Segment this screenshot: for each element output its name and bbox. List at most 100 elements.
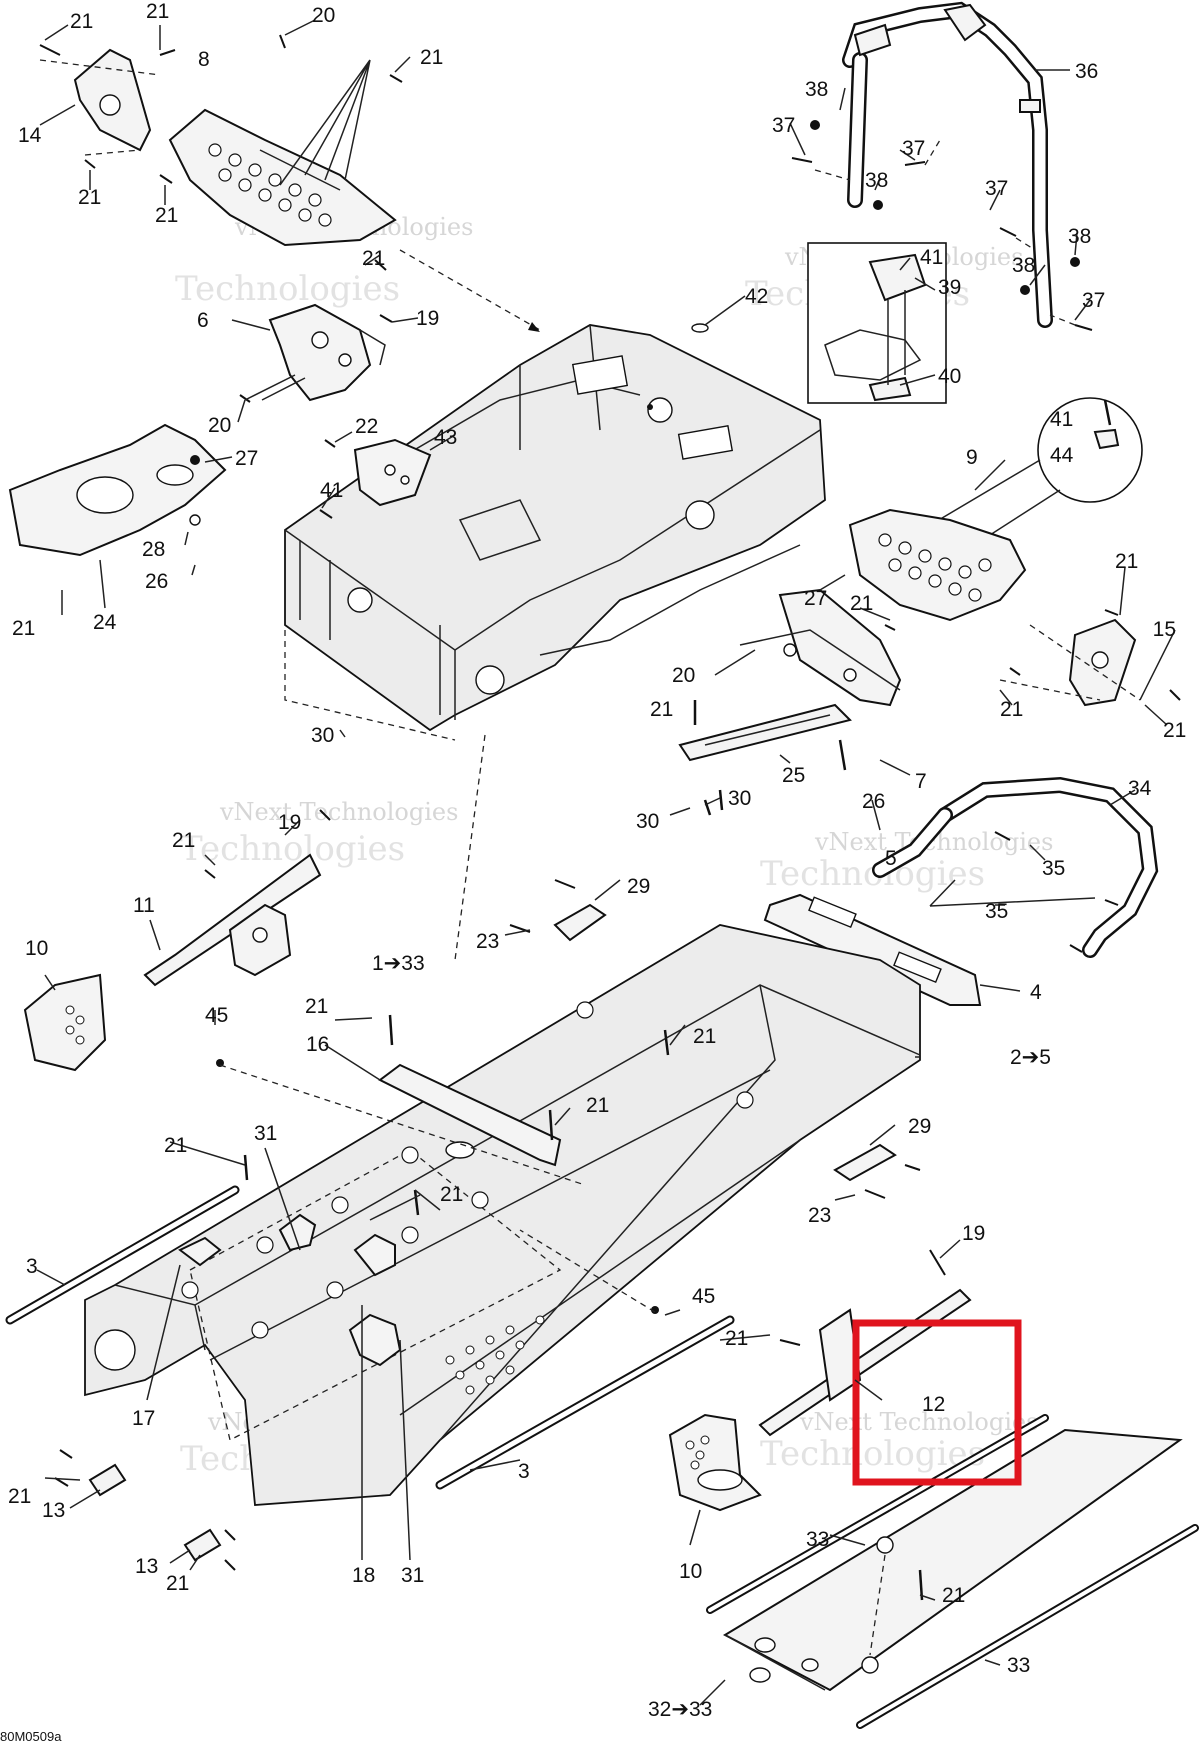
callout-label: 25	[782, 764, 805, 787]
callout-label: 21	[362, 247, 385, 270]
callout-label: 21	[1163, 719, 1186, 742]
callout-label: 23	[808, 1204, 831, 1227]
callout-label: 37	[985, 177, 1008, 200]
callout-label: 45	[205, 1004, 228, 1027]
callout-label: 21	[70, 10, 93, 33]
callout-label: 31	[254, 1122, 277, 1145]
callout-label: 20	[208, 414, 231, 437]
callout-label: 21	[420, 46, 443, 69]
callout-label: 34	[1128, 777, 1152, 800]
callout-label: 30	[636, 810, 659, 833]
callout-label: 4	[1030, 981, 1042, 1004]
slide-plate	[706, 1414, 1199, 1729]
leader-lines	[36, 19, 1176, 1706]
watermark-text: Technologies	[760, 1434, 985, 1474]
callout-label: 29	[908, 1115, 931, 1138]
callout-label: 13	[42, 1499, 65, 1522]
callout-label: 19	[278, 811, 301, 834]
callout-label: 21	[146, 0, 169, 23]
callout-label: 21	[725, 1327, 748, 1350]
diagram-code: 80M0509a	[0, 1729, 62, 1744]
callout-label: 23	[476, 930, 499, 953]
callout-label: 38	[805, 78, 828, 101]
callout-label: 8	[198, 48, 210, 71]
callout-label: 35	[1042, 857, 1065, 880]
callout-label: 2➔5	[1010, 1046, 1051, 1069]
callout-label: 21	[78, 186, 101, 209]
callout-label: 30	[311, 724, 334, 747]
bracket-43	[319, 438, 432, 519]
callout-label: 19	[416, 307, 439, 330]
callout-label: 13	[135, 1555, 158, 1578]
callout-label: 24	[93, 611, 117, 634]
watermark-text: vNext Technologies	[799, 1408, 1038, 1436]
callout-label: 32➔33	[648, 1698, 712, 1721]
callout-label: 15	[1153, 618, 1176, 641]
callout-label: 10	[25, 937, 48, 960]
callout-label: 27	[235, 447, 258, 470]
front-left-parts	[39, 34, 541, 448]
watermark-text: vNext Technologies	[219, 798, 458, 826]
callout-label: 30	[728, 787, 751, 810]
rear-plate-and-handle	[763, 776, 1159, 1006]
callout-label: 38	[1012, 254, 1035, 277]
callout-label: 17	[132, 1407, 155, 1430]
callout-label: 41	[1050, 408, 1073, 431]
callout-label: 6	[197, 309, 209, 332]
callout-label: 21	[155, 204, 178, 227]
callout-label: 29	[627, 875, 650, 898]
callout-label: 42	[745, 285, 768, 308]
callout-label: 21	[440, 1183, 463, 1206]
callout-label: 21	[586, 1094, 609, 1117]
callout-label: 33	[806, 1528, 829, 1551]
callout-label: 1➔33	[372, 952, 425, 975]
callout-label: 37	[1082, 289, 1105, 312]
callout-label: 37	[772, 114, 795, 137]
callout-label: 21	[1000, 698, 1023, 721]
callout-label: 36	[1075, 60, 1098, 83]
callout-label: 14	[18, 124, 42, 147]
callout-label: 33	[1007, 1654, 1030, 1677]
callout-label: 18	[352, 1564, 375, 1587]
callout-label: 20	[312, 4, 335, 27]
callout-label: 44	[1050, 444, 1074, 467]
callout-label: 31	[401, 1564, 424, 1587]
tunnel	[5, 924, 921, 1506]
callout-label: 21	[650, 698, 673, 721]
callout-label: 21	[164, 1134, 187, 1157]
callout-label: 28	[142, 538, 165, 561]
callout-label: 21	[693, 1025, 716, 1048]
callout-label: 35	[985, 900, 1008, 923]
callout-label: 20	[672, 664, 695, 687]
watermark-text: Technologies	[175, 269, 400, 309]
callout-label: 22	[355, 415, 378, 438]
strap-25	[678, 700, 852, 816]
callout-label: 45	[692, 1285, 715, 1308]
callout-label: 41	[320, 479, 343, 502]
callout-label: 39	[938, 276, 961, 299]
watermark-text: Technologies	[760, 854, 985, 894]
callout-label: 12	[922, 1393, 945, 1416]
callout-label: 38	[1068, 225, 1091, 248]
callout-label: 9	[966, 446, 978, 469]
left-cover-part	[8, 423, 227, 557]
callout-label: 19	[962, 1222, 985, 1245]
callout-label: 3	[26, 1255, 38, 1278]
watermark-text: Technologies	[180, 829, 405, 869]
callout-label: 21	[8, 1485, 31, 1508]
callout-label: 21	[12, 617, 35, 640]
callout-label: 37	[902, 137, 925, 160]
callout-label: 38	[865, 169, 888, 192]
callout-label: 5	[885, 847, 897, 870]
left-side-brackets	[23, 809, 331, 1072]
callout-label: 21	[942, 1584, 965, 1607]
callout-label: 3	[518, 1460, 530, 1483]
strap-29	[509, 879, 921, 1199]
callout-label: 21	[172, 829, 195, 852]
detail-inset	[807, 242, 947, 404]
callout-label: 10	[679, 1560, 702, 1583]
callout-label: 43	[434, 426, 457, 449]
main-frame	[284, 323, 826, 961]
